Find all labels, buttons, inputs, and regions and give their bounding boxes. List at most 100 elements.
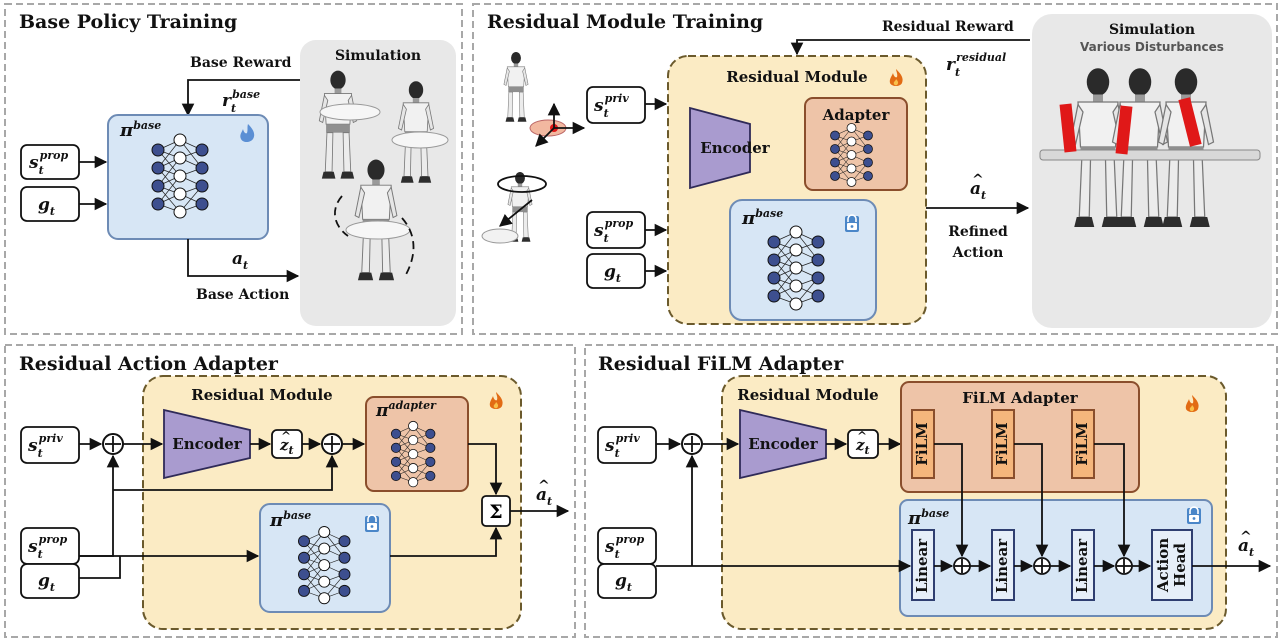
panel-base-policy-training: Base Policy Training Simulation Base Rew… <box>4 3 463 335</box>
latent-variable: zt <box>855 436 870 457</box>
input-sprop: stprop <box>604 533 644 561</box>
policy-symbol: πbase <box>119 119 161 141</box>
panel-title: Residual Module Training <box>487 11 763 33</box>
input-sprop: stprop <box>27 533 67 561</box>
film-adapter-label: FiLM Adapter <box>962 389 1079 407</box>
simulation-label: Simulation <box>335 48 421 64</box>
connector-arrow <box>934 443 969 558</box>
film-block-label: FiLM <box>1073 422 1091 466</box>
input-box-spriv <box>597 426 657 464</box>
hat-accent: ^ <box>281 429 291 443</box>
connector-arrow <box>1094 443 1131 558</box>
residual-reward-label: Residual Reward <box>882 19 1014 35</box>
output-variable: at <box>1238 536 1254 559</box>
connector-arrow <box>468 443 503 496</box>
humanoid-robot-icon <box>481 51 586 244</box>
input-spriv: stpriv <box>27 432 63 460</box>
linear-layer <box>1071 529 1095 601</box>
reward-arrow <box>181 79 300 117</box>
input-box-goal <box>597 563 657 599</box>
film-block-label: FiLM <box>993 422 1011 466</box>
add-icon <box>321 433 343 455</box>
connector-arrow <box>1014 443 1049 558</box>
encoder-block <box>739 408 827 480</box>
base-policy-network <box>899 499 1213 617</box>
linear-layer <box>991 529 1015 601</box>
output-variable: at <box>536 485 552 508</box>
panel-residual-module-training: Residual Module Training Residual Module… <box>472 3 1278 335</box>
input-spriv: stpriv <box>593 92 629 120</box>
reward-arrow <box>790 39 1030 56</box>
encoder-label: Encoder <box>748 435 819 453</box>
output-variable: at <box>970 179 986 202</box>
base-action-label: Base Action <box>196 287 289 303</box>
panel-title: Residual Action Adapter <box>19 353 279 375</box>
humanoid-robot-icon <box>1039 67 1261 228</box>
encoder-label: Encoder <box>172 435 243 453</box>
hat-accent: ^ <box>972 172 984 188</box>
input-goal: gt <box>38 195 55 218</box>
action-variable: at <box>232 249 248 272</box>
encoder-block <box>163 408 251 480</box>
lock-icon <box>364 514 380 533</box>
linear-layer-label: Linear <box>913 538 931 593</box>
panel-title: Residual FiLM Adapter <box>598 353 844 375</box>
input-goal: gt <box>615 571 632 594</box>
panel-title: Base Policy Training <box>19 11 237 33</box>
base-policy-network <box>259 503 391 613</box>
reward-variable: rtresidual <box>946 51 1006 79</box>
panel-border <box>472 3 1278 335</box>
input-box-spriv <box>20 426 80 464</box>
action-head-line2: Head <box>1171 543 1189 587</box>
refined-label-line1: Refined <box>948 224 1008 240</box>
linear-layer-label: Linear <box>993 538 1011 593</box>
linear-layer-label: Linear <box>1073 538 1091 593</box>
input-box-goal <box>20 563 80 599</box>
linear-layer <box>911 529 935 601</box>
policy-symbol: πbase <box>741 207 783 229</box>
hat-accent: ^ <box>1240 529 1252 545</box>
lock-icon <box>1186 506 1202 525</box>
add-icon <box>102 433 124 455</box>
input-box-spriv <box>586 86 646 124</box>
panel-border <box>4 3 463 335</box>
module-label: Residual Module <box>726 68 867 86</box>
disturbance-icon <box>1059 97 1202 155</box>
hat-accent: ^ <box>538 478 550 494</box>
film-block-label: FiLM <box>913 422 931 466</box>
module-label: Residual Module <box>737 386 878 404</box>
adapter-policy-symbol: πadapter <box>375 399 437 421</box>
simulation-label: Simulation <box>1109 22 1195 38</box>
input-sprop: stprop <box>28 149 68 177</box>
policy-symbol: πbase <box>269 509 311 531</box>
connector-arrow <box>390 526 503 557</box>
encoder-label: Encoder <box>700 139 771 157</box>
input-spriv: stpriv <box>604 432 640 460</box>
input-goal: gt <box>604 262 621 285</box>
encoder-block <box>689 106 751 190</box>
input-sprop: stprop <box>593 217 633 245</box>
base-reward-label: Base Reward <box>190 55 292 71</box>
adapter-block <box>804 97 908 191</box>
add-icon <box>681 433 703 455</box>
connector-arrow <box>113 454 339 491</box>
connector-arrow <box>79 454 120 557</box>
refined-label-line2: Action <box>952 245 1004 261</box>
connector-line <box>79 556 121 579</box>
policy-symbol: πbase <box>907 507 949 529</box>
lock-icon <box>844 214 860 233</box>
panel-residual-action-adapter: Residual Action Adapter Residual Module … <box>4 344 576 638</box>
action-head-line1: Action <box>1154 538 1172 593</box>
hat-accent: ^ <box>857 429 867 443</box>
action-head <box>1151 529 1193 601</box>
module-label: Residual Module <box>191 386 332 404</box>
base-policy-network <box>729 199 877 321</box>
input-goal: gt <box>38 571 55 594</box>
reward-variable: rtbase <box>222 88 260 115</box>
panel-residual-film-adapter: Residual FiLM Adapter Residual Module st… <box>584 344 1278 638</box>
simulation-sublabel: Various Disturbances <box>1080 40 1224 54</box>
flame-icon <box>240 124 255 142</box>
sum-symbol: Σ <box>489 501 502 523</box>
action-arrow <box>187 239 300 283</box>
latent-variable: zt <box>279 436 294 457</box>
